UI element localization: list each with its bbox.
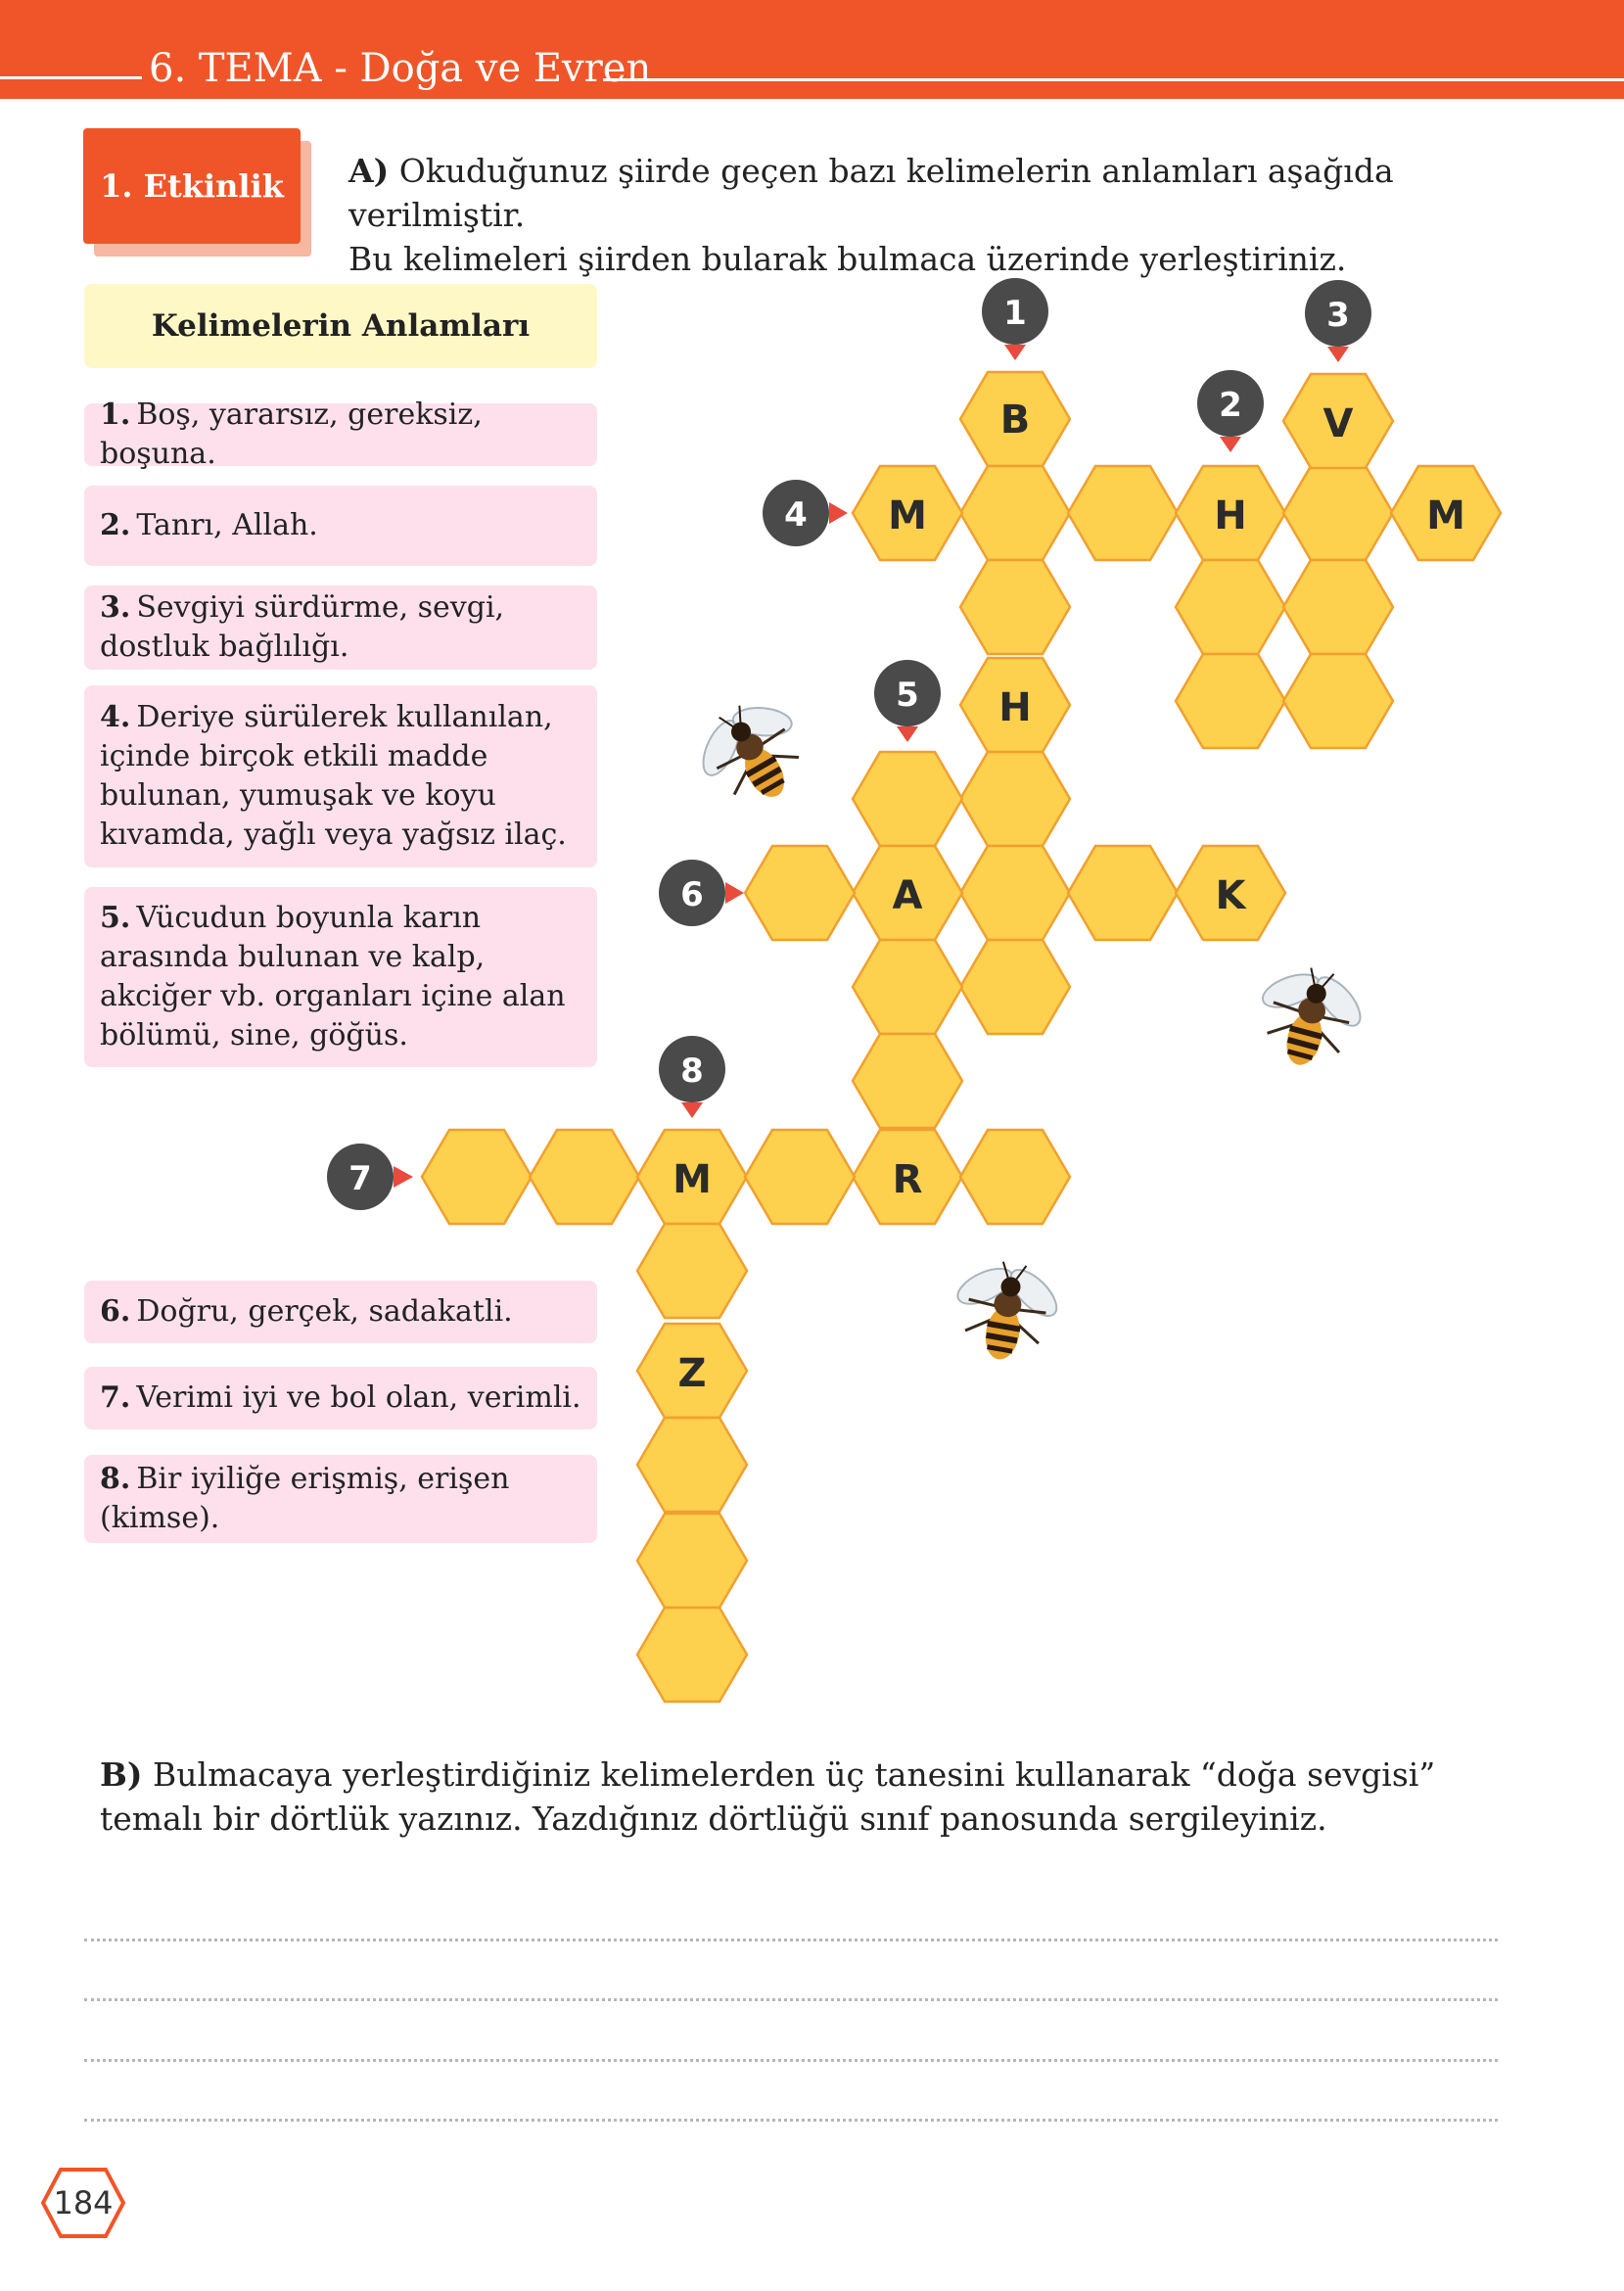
clue-badge-7: 7 bbox=[327, 1144, 413, 1210]
clue-number: 8. bbox=[100, 1462, 131, 1496]
cell-letter-m-end: M bbox=[1426, 493, 1465, 538]
clue-text: Doğru, gerçek, sadakatli. bbox=[136, 1294, 513, 1329]
answer-line-2[interactable] bbox=[84, 1998, 1498, 2001]
header-rule-left bbox=[0, 76, 142, 79]
clue-6: 6.Doğru, gerçek, sadakatli. bbox=[84, 1281, 597, 1343]
clue-badge-3: 3 bbox=[1305, 280, 1371, 362]
clue-badge-1: 1 bbox=[982, 278, 1048, 360]
cell-3-3[interactable] bbox=[1281, 558, 1395, 656]
cell-letter-m: M bbox=[888, 493, 927, 538]
clue-number: 5. bbox=[100, 901, 131, 935]
cell-5-4[interactable] bbox=[851, 1032, 964, 1130]
cell-letter-h-col1: H bbox=[998, 685, 1031, 730]
svg-text:6: 6 bbox=[680, 875, 704, 914]
cell-7-1[interactable] bbox=[420, 1128, 534, 1226]
svg-text:8: 8 bbox=[680, 1052, 704, 1091]
cell-7-4[interactable] bbox=[743, 1128, 857, 1226]
clue-number: 7. bbox=[100, 1380, 131, 1415]
clue-4: 4.Deriye sürülerek kullanılan, içinde bi… bbox=[84, 685, 597, 867]
cell-1-2[interactable] bbox=[958, 464, 1072, 562]
cell-letter-a: A bbox=[893, 873, 923, 918]
cell-2-4[interactable] bbox=[1174, 652, 1287, 750]
part-a-marker: A) bbox=[348, 152, 390, 190]
bee-illustration-2 bbox=[1240, 952, 1378, 1081]
page-number: 184 bbox=[53, 2184, 113, 2221]
clue-text: Verimi iyi ve bol olan, verimli. bbox=[136, 1380, 581, 1415]
clue-text: Tanrı, Allah. bbox=[136, 508, 318, 542]
clue-badge-4: 4 bbox=[763, 480, 848, 546]
cell-1-6[interactable] bbox=[958, 844, 1072, 942]
svg-text:3: 3 bbox=[1326, 296, 1350, 335]
part-b-text: Bulmacaya yerleştirdiğiniz kelimelerden … bbox=[100, 1755, 1436, 1838]
clue-text: Bir iyiliğe erişmiş, erişen (kimse). bbox=[100, 1462, 510, 1535]
clue-2: 2.Tanrı, Allah. bbox=[84, 486, 597, 566]
cell-4-5[interactable] bbox=[1281, 464, 1395, 562]
answer-line-4[interactable] bbox=[84, 2119, 1498, 2122]
clue-badge-8: 8 bbox=[659, 1036, 725, 1118]
clue-5: 5.Vücudun boyunla karın arasında bulunan… bbox=[84, 887, 597, 1067]
part-a-text-line1: Okuduğunuz şiirde geçen bazı kelimelerin… bbox=[348, 152, 1394, 234]
header-band bbox=[0, 0, 1624, 99]
part-a-text-line2: Bu kelimeleri şiirden bularak bulmaca üz… bbox=[348, 240, 1347, 278]
theme-title: 6. TEMA - Doğa ve Evren bbox=[149, 46, 652, 91]
clue-badge-5: 5 bbox=[874, 660, 941, 742]
cell-letter-b: B bbox=[1000, 397, 1031, 443]
svg-text:5: 5 bbox=[896, 676, 919, 715]
cell-5-1[interactable] bbox=[851, 750, 964, 848]
clue-number: 4. bbox=[100, 700, 131, 734]
cell-2-3[interactable] bbox=[1174, 558, 1287, 656]
cell-6-1[interactable] bbox=[743, 844, 857, 942]
cell-7-6[interactable] bbox=[958, 1128, 1072, 1226]
meanings-title: Kelimelerin Anlamları bbox=[84, 284, 597, 368]
cell-3-4[interactable] bbox=[1281, 652, 1395, 750]
page-number-badge: 184 bbox=[40, 2168, 126, 2238]
cell-6-4[interactable] bbox=[1066, 844, 1180, 942]
clue-number: 3. bbox=[100, 590, 131, 625]
cell-1-3[interactable] bbox=[958, 558, 1072, 656]
bee-illustration-1 bbox=[676, 679, 828, 826]
svg-text:4: 4 bbox=[784, 495, 808, 535]
clue-7: 7.Verimi iyi ve bol olan, verimli. bbox=[84, 1367, 597, 1429]
cell-letter-m-row7: M bbox=[673, 1157, 712, 1202]
cell-letter-r: R bbox=[893, 1157, 923, 1202]
clue-text: Sevgiyi sürdürme, sevgi, dostluk bağlılı… bbox=[100, 590, 505, 664]
cell-1-5[interactable] bbox=[958, 750, 1072, 848]
clue-1: 1.Boş, yararsız, gereksiz, boşuna. bbox=[84, 397, 597, 471]
clue-3: 3.Sevgiyi sürdürme, sevgi, dostluk bağlı… bbox=[84, 585, 597, 670]
cell-5-3[interactable] bbox=[851, 938, 964, 1036]
clue-text: Vücudun boyunla karın arasında bulunan v… bbox=[100, 901, 566, 1052]
part-b-instructions: B) Bulmacaya yerleştirdiğiniz kelimelerd… bbox=[100, 1753, 1529, 1841]
cell-7-2[interactable] bbox=[528, 1128, 641, 1226]
clue-8: 8.Bir iyiliğe erişmiş, erişen (kimse). bbox=[84, 1455, 597, 1543]
svg-text:2: 2 bbox=[1219, 386, 1242, 425]
cell-8-4[interactable] bbox=[635, 1416, 749, 1514]
answer-line-3[interactable] bbox=[84, 2059, 1498, 2062]
clue-badge-2: 2 bbox=[1197, 370, 1264, 452]
clue-badge-6: 6 bbox=[659, 860, 744, 926]
header-rule-right bbox=[603, 78, 1624, 81]
cell-letter-v: V bbox=[1323, 401, 1354, 446]
part-a-instructions: A) Okuduğunuz şiirde geçen bazı kelimele… bbox=[348, 149, 1523, 281]
cell-8-6[interactable] bbox=[635, 1606, 749, 1704]
cell-8-5[interactable] bbox=[635, 1512, 749, 1610]
activity-label: 1. Etkinlik bbox=[83, 128, 301, 244]
bee-illustration-3 bbox=[940, 1249, 1072, 1371]
cell-letter-h: H bbox=[1214, 493, 1246, 538]
cell-1-7[interactable] bbox=[958, 938, 1072, 1036]
clue-number: 2. bbox=[100, 508, 131, 542]
clue-text: Boş, yararsız, gereksiz, boşuna. bbox=[100, 397, 483, 471]
cell-letter-z: Z bbox=[677, 1351, 706, 1396]
clue-number: 6. bbox=[100, 1294, 131, 1329]
cell-8-2[interactable] bbox=[635, 1222, 749, 1320]
clue-number: 1. bbox=[100, 397, 131, 432]
cell-letter-k: K bbox=[1216, 873, 1248, 918]
svg-text:1: 1 bbox=[1003, 294, 1027, 333]
cell-4-3[interactable] bbox=[1066, 464, 1180, 562]
svg-text:7: 7 bbox=[348, 1159, 372, 1198]
answer-line-1[interactable] bbox=[84, 1939, 1498, 1941]
part-b-marker: B) bbox=[100, 1755, 143, 1794]
clue-text: Deriye sürülerek kullanılan, içinde birç… bbox=[100, 700, 567, 852]
